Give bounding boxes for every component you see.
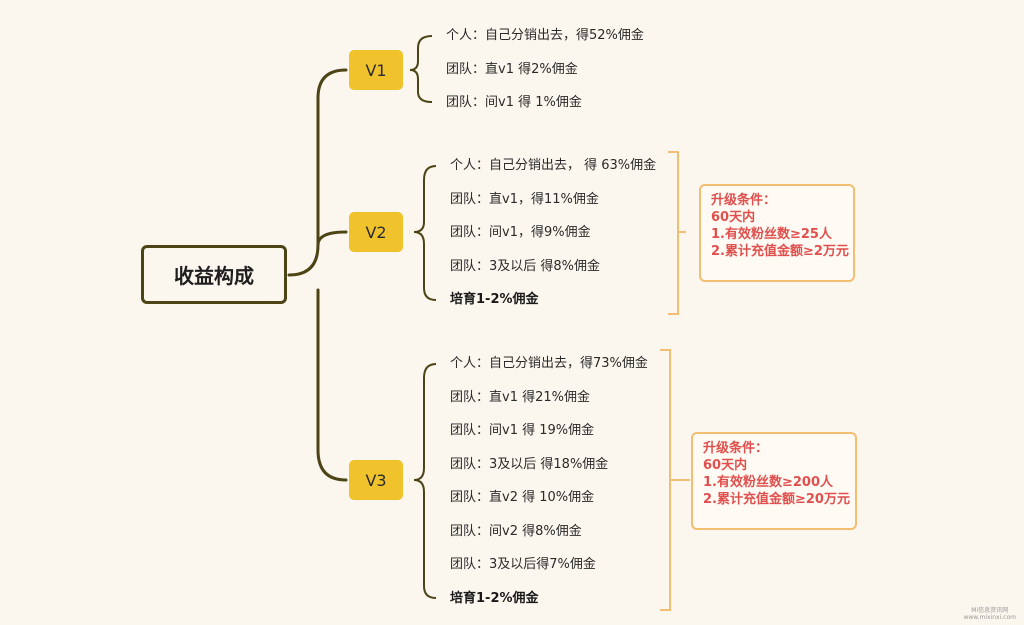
v1-brace: [409, 35, 433, 103]
v3-condition-line: 60天内: [703, 458, 748, 473]
v2-condition-line: 2.累计充值金额≥2万元: [711, 244, 849, 259]
level-node-v3: V3: [349, 460, 403, 500]
watermark-line1: Mi信息资讯网: [971, 607, 1009, 614]
v1-item: 团队：间v1 得 1%佣金: [446, 95, 582, 110]
v1-item: 个人：自己分销出去，得52%佣金: [446, 28, 644, 43]
v2-condition-line: 60天内: [711, 210, 756, 225]
root-node: 收益构成: [141, 245, 287, 304]
level-node-v2: V2: [349, 212, 403, 252]
root-connector: [287, 68, 348, 482]
v2-item: 个人：自己分销出去， 得 63%佣金: [450, 158, 657, 173]
v2-item: 团队：直v1，得11%佣金: [450, 192, 599, 207]
v3-condition-line: 2.累计充值金额≥20万元: [703, 492, 850, 507]
v3-condition-line: 1.有效粉丝数≥200人: [703, 475, 834, 490]
v3-item: 团队：间v2 得8%佣金: [450, 524, 582, 539]
v3-item: 团队：直v1 得21%佣金: [450, 390, 590, 405]
v3-item: 团队：3及以后 得18%佣金: [450, 457, 609, 472]
v2-condition-bracket: [668, 151, 686, 315]
v3-brace: [413, 363, 437, 599]
v3-item-cultivation: 培育1-2%佣金: [450, 591, 539, 606]
watermark-line2: www.mixinxi.com: [963, 614, 1016, 621]
v3-upgrade-conditions: 升级条件： 60天内 1.有效粉丝数≥200人 2.累计充值金额≥20万元: [691, 432, 857, 530]
v2-item: 团队：3及以后 得8%佣金: [450, 259, 601, 274]
v3-item: 团队：间v1 得 19%佣金: [450, 423, 595, 438]
watermark: Mi信息资讯网 www.mixinxi.com: [963, 607, 1016, 621]
v3-item: 团队：直v2 得 10%佣金: [450, 490, 595, 505]
v3-item: 团队：3及以后得7%佣金: [450, 557, 596, 572]
v1-item: 团队：直v1 得2%佣金: [446, 62, 578, 77]
v2-item-cultivation: 培育1-2%佣金: [450, 292, 539, 307]
v2-condition-line: 1.有效粉丝数≥25人: [711, 227, 832, 242]
level-node-v1: V1: [349, 50, 403, 90]
v2-item: 团队：间v1，得9%佣金: [450, 225, 591, 240]
v2-upgrade-conditions: 升级条件： 60天内 1.有效粉丝数≥25人 2.累计充值金额≥2万元: [699, 184, 855, 282]
v3-item: 个人：自己分销出去，得73%佣金: [450, 356, 648, 371]
v2-brace: [413, 165, 437, 301]
v3-condition-bracket: [660, 349, 690, 611]
v2-condition-line: 升级条件：: [711, 193, 777, 208]
v3-condition-line: 升级条件：: [703, 441, 769, 456]
